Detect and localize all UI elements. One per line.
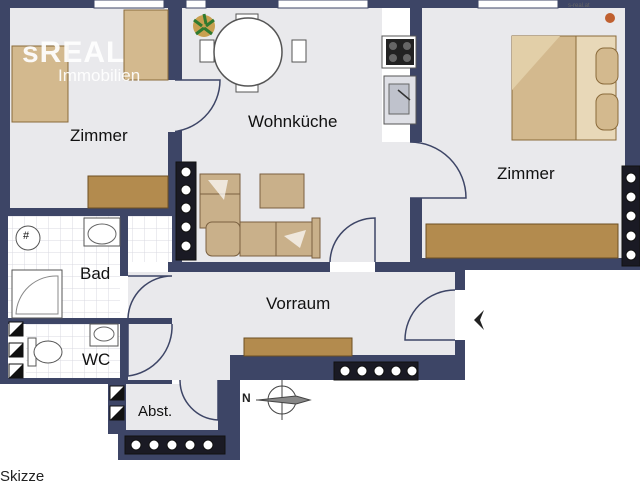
entrance-arrow-icon [474,310,484,330]
sofa [199,173,321,259]
room-label-zimmer-right: Zimmer [497,164,555,183]
room-label-bad: Bad [80,264,111,283]
drain-symbol: # [23,230,30,242]
room-label-wohnkueche: Wohnküche [248,112,338,131]
compass-north-label: N [242,391,251,405]
radiator-markers-right [621,165,640,267]
website-label: s-real.at [568,3,590,9]
half-markers-left [8,321,125,421]
radiator-markers-abstell [124,435,226,455]
bathtub-icon [11,269,63,319]
room-label-wc: WC [82,350,111,369]
vorraum-cabinet [243,337,353,357]
radiator-markers-vorraum [333,361,419,381]
sink-icon [383,75,417,125]
logo-sub-text: Immobilien [58,66,141,85]
brand-logo: sREAL Immobilien [22,36,172,86]
stove-icon [386,39,414,65]
drain-icon [15,225,41,251]
radiator-markers-center [175,161,197,261]
washbasin-bad [83,217,121,247]
kitchen-counter [381,35,417,125]
dining-table [199,13,307,93]
room-label-vorraum: Vorraum [266,294,331,313]
room-label-abstell: Abst. [138,403,173,420]
bed [425,13,619,259]
compass-icon [256,380,312,420]
plant-icon [193,13,215,37]
toilet-icon [27,337,63,367]
doors [127,79,467,421]
caption-skizze: Skizze [0,468,45,485]
bad-floor-ext [128,216,172,262]
washbasin-wc [89,323,119,347]
room-label-zimmer-left: Zimmer [70,126,128,145]
desk-left [11,9,169,209]
logo-brand-text: sREAL [22,36,126,69]
